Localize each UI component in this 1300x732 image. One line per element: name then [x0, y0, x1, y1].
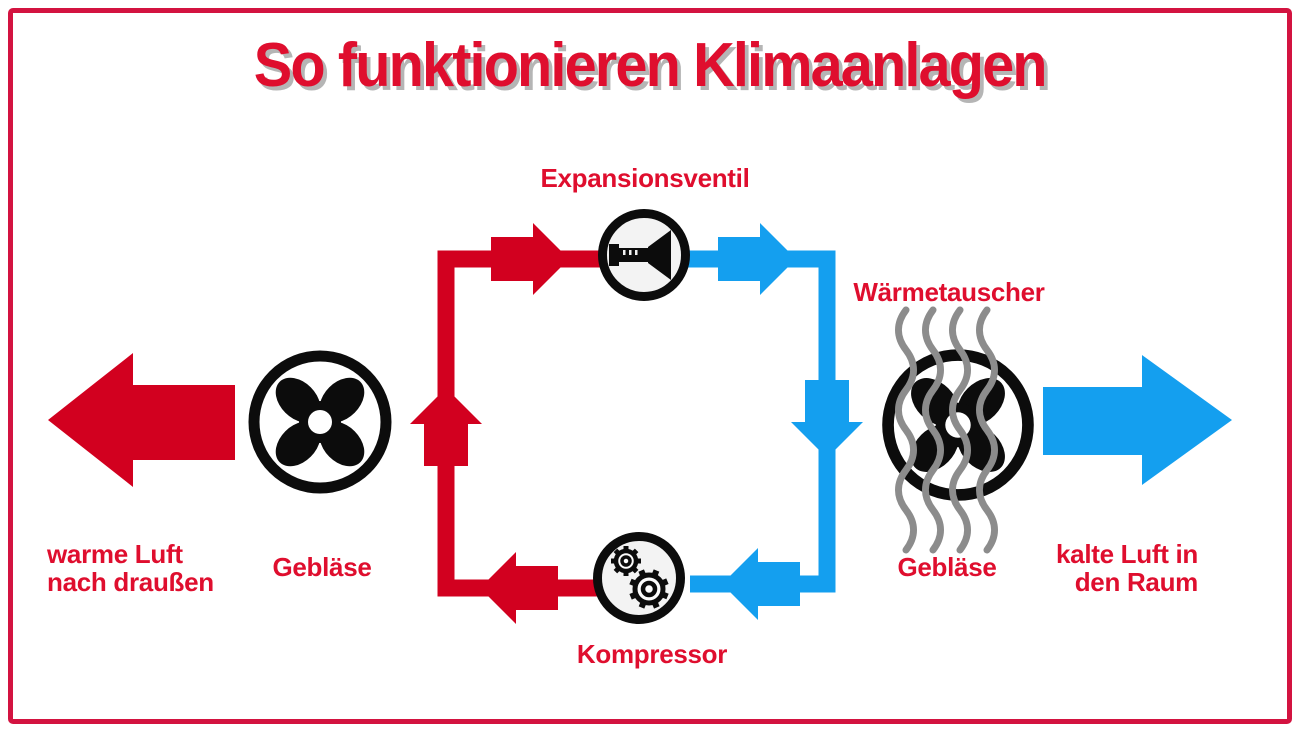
- compressor-gears-icon: [593, 532, 685, 624]
- flow-arrow-cold-right-icon: [718, 223, 796, 295]
- fan-icon-left: [254, 356, 386, 488]
- flow-arrow-hot-up-icon: [410, 388, 482, 466]
- label-fan-right: Gebläse: [897, 552, 997, 582]
- cold-air-in-arrow: [1043, 355, 1232, 485]
- page-title: So funktionieren Klimaanlagen: [0, 30, 1300, 101]
- label-compressor: Kompressor: [576, 639, 728, 669]
- warm-air-out-arrow: [48, 353, 235, 487]
- flow-arrow-cold-left-icon: [722, 548, 800, 620]
- flow-arrow-cold-down-icon: [791, 380, 863, 458]
- label-cold-air-in: kalte Luft in den Raum: [1056, 539, 1198, 597]
- label-fan-left: Gebläse: [272, 552, 372, 582]
- label-expansion-valve: Expansionsventil: [540, 163, 750, 193]
- heat-waves-icon: [895, 306, 998, 554]
- flow-arrow-hot-right-icon: [491, 223, 569, 295]
- label-warm-air-out: warme Luft nach draußen: [47, 539, 214, 597]
- flow-arrow-hot-left-icon: [480, 552, 558, 624]
- expansion-valve-icon: [598, 209, 690, 301]
- heat-exchanger-icon: [888, 306, 1028, 554]
- page-title-text: So funktionieren Klimaanlagen: [254, 31, 1048, 100]
- label-heat-exchanger: Wärmetauscher: [853, 277, 1045, 307]
